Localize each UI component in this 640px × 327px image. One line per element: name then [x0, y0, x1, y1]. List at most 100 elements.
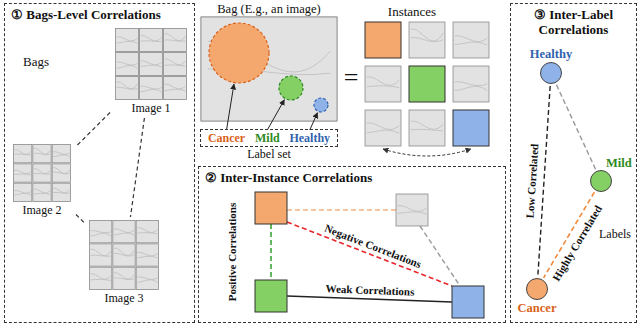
- bag-figure: Bag (E.g., an image): [200, 2, 338, 121]
- marble-tile: [90, 267, 112, 289]
- marble-vein: [455, 42, 487, 45]
- marble-vein: [398, 212, 427, 214]
- marble-vein: [137, 233, 157, 234]
- region-circle: [209, 23, 269, 83]
- marble-tile: [116, 77, 139, 100]
- text-label: Negative Correlations: [322, 221, 424, 270]
- label-set-row: CancerMildHealthy: [200, 129, 338, 147]
- bag-image: Image 2: [11, 144, 73, 217]
- marble-tile: [116, 53, 139, 76]
- marble-vein: [91, 249, 111, 255]
- marble-vein: [455, 36, 487, 42]
- marble-vein: [14, 150, 31, 155]
- marble-vein: [34, 193, 51, 194]
- text-label: Weak Correlations: [324, 282, 415, 297]
- marble-vein: [14, 174, 31, 175]
- marble-vein: [91, 231, 111, 233]
- marble-tile: [136, 244, 158, 266]
- marble-tile: [52, 145, 70, 163]
- marble-vein: [367, 77, 399, 85]
- image-grid: [13, 144, 71, 202]
- label-node: Healthy: [540, 62, 562, 84]
- bag-image: Image 1: [113, 28, 189, 115]
- connector: [76, 215, 84, 223]
- text-label: Positive Correlations: [226, 202, 238, 302]
- marble-vein: [117, 37, 138, 41]
- marble-vein: [165, 64, 186, 66]
- marble-tile: [409, 110, 445, 146]
- bag-image: Image 3: [87, 220, 161, 305]
- marble-vein: [34, 189, 51, 193]
- marble-vein: [411, 29, 443, 41]
- marble-vein: [137, 252, 157, 256]
- label-word: Mild: [255, 131, 280, 145]
- marble-vein: [165, 84, 186, 89]
- label-name: Mild: [606, 156, 632, 170]
- marble-tile: [409, 22, 445, 58]
- marble-vein: [14, 190, 31, 193]
- marble-vein: [34, 173, 51, 175]
- marble-tile: [136, 221, 158, 243]
- panel-title: ② Inter-Instance Correlations: [199, 167, 505, 188]
- marble-vein: [455, 82, 487, 86]
- marble-tile: [140, 53, 163, 76]
- pointer-arrows: [227, 84, 318, 130]
- image-label: Image 3: [87, 291, 161, 305]
- marble-vein: [141, 40, 162, 42]
- marble-tile: [201, 17, 337, 121]
- marble-vein: [53, 155, 69, 157]
- image-grid: [115, 28, 187, 100]
- marble-vein: [91, 279, 111, 280]
- marble-tile: [164, 29, 187, 52]
- marble-vein: [117, 62, 138, 65]
- image-grid: [89, 220, 159, 290]
- marble-vein: [398, 206, 427, 212]
- connector: [538, 86, 550, 276]
- instance-tile: [409, 66, 445, 102]
- marble-vein: [34, 169, 51, 174]
- marble-vein: [91, 274, 111, 279]
- marble-vein: [411, 121, 443, 129]
- marble-vein: [141, 61, 162, 65]
- image-label: Image 1: [113, 101, 189, 115]
- marble-vein: [14, 170, 31, 174]
- panel-title: ③ Inter-Label Correlations: [511, 4, 636, 40]
- marble-tile: [396, 194, 428, 226]
- connector: [76, 113, 110, 147]
- correlation-line: [287, 209, 396, 211]
- marble-tile: [164, 53, 187, 76]
- marble-vein: [91, 233, 111, 236]
- marble-vein: [53, 168, 69, 174]
- marble-vein: [455, 86, 487, 90]
- region-circle: [279, 76, 303, 100]
- pointer-arrow: [227, 84, 234, 130]
- marble-vein: [14, 193, 31, 195]
- positive-line: [270, 224, 272, 280]
- label-name: Healthy: [530, 47, 572, 61]
- region-circle: [314, 98, 328, 112]
- connector: [130, 118, 144, 217]
- marble-vein: [137, 228, 157, 233]
- instance-tile: [453, 110, 489, 146]
- pointer-arrow: [310, 113, 318, 130]
- marble-tile: [14, 183, 32, 201]
- instance-tile: [255, 280, 287, 312]
- marble-vein: [367, 130, 399, 133]
- marble-tile: [113, 244, 135, 266]
- marble-tile: [52, 183, 70, 201]
- marble-vein: [117, 82, 138, 89]
- marble-tile: [33, 145, 51, 163]
- marble-tile: [453, 22, 489, 58]
- image-label: Image 2: [11, 203, 73, 217]
- label-word: Healthy: [289, 131, 330, 145]
- marble-tile: [116, 29, 139, 52]
- marble-tile: [136, 267, 158, 289]
- weak-line: [287, 296, 452, 302]
- label-node: Cancer: [526, 278, 548, 300]
- dashed-panel: Image 1Image 2Image 3① Bags-Level Correl…: [4, 3, 195, 323]
- marble-vein: [141, 86, 162, 89]
- text-label: =: [343, 64, 360, 93]
- marble-vein: [117, 65, 138, 68]
